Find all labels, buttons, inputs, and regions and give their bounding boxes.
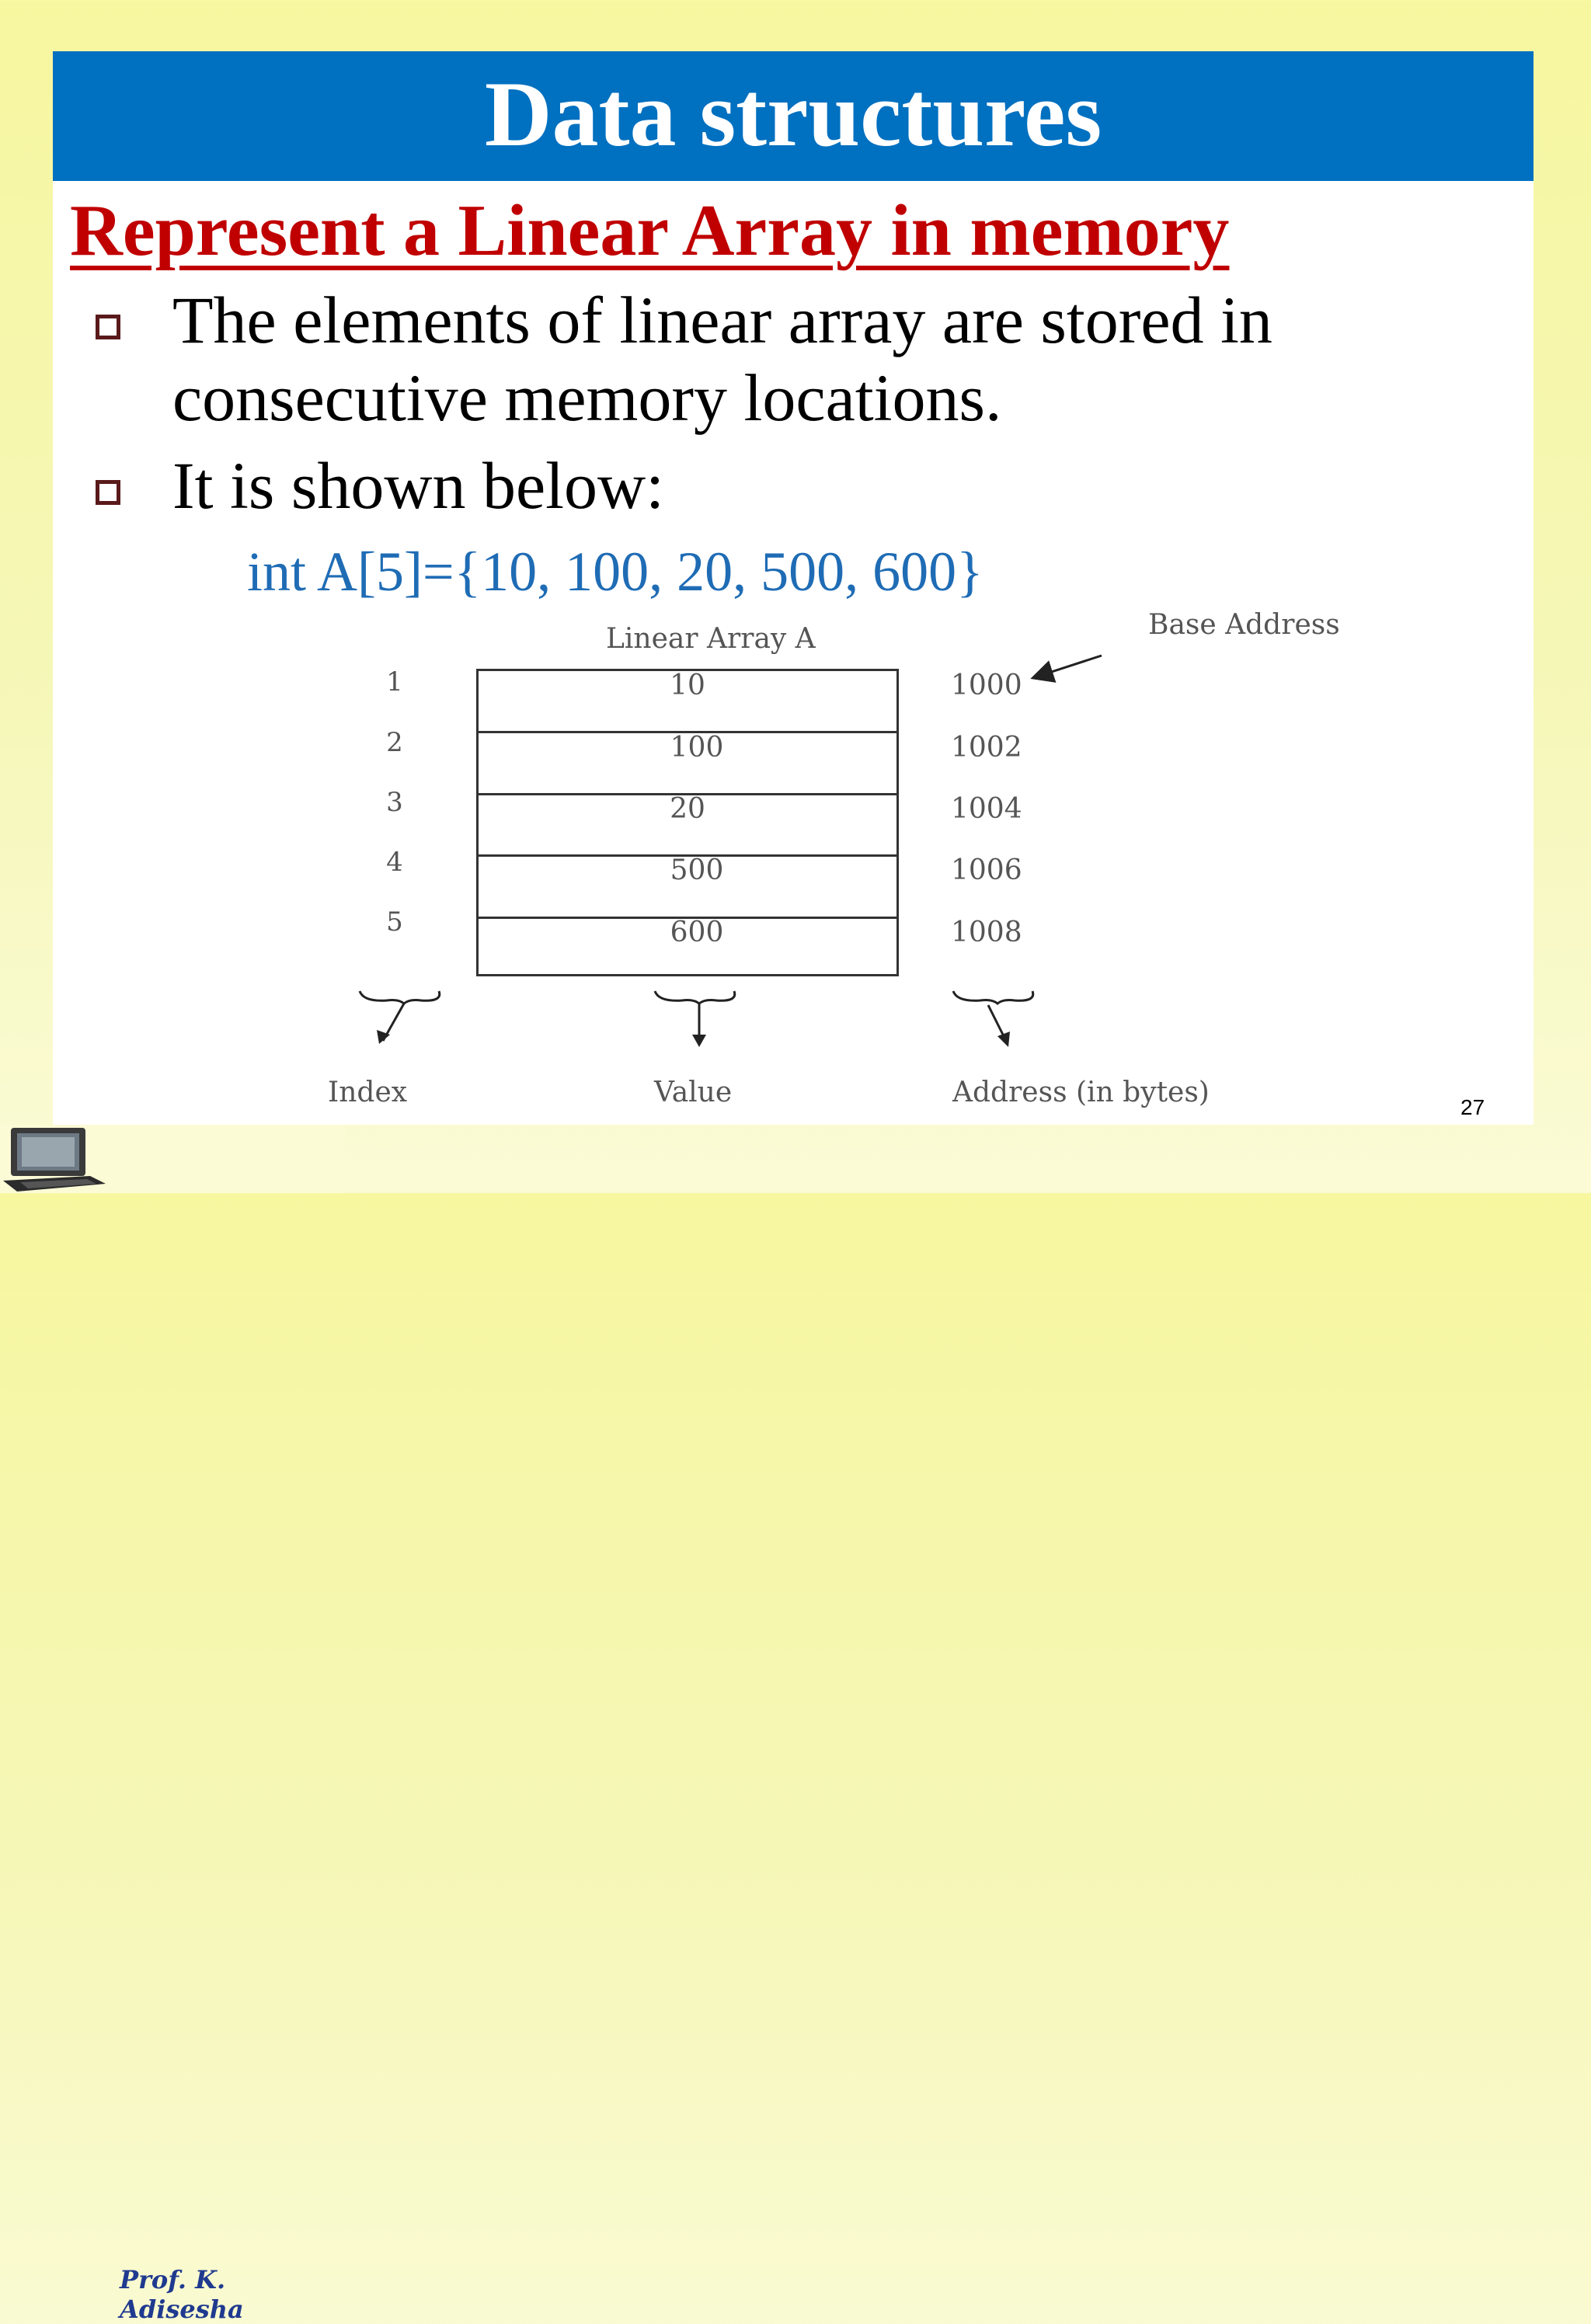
- row-divider: [479, 917, 896, 919]
- title-bar: Data structures: [53, 51, 1534, 181]
- value-cell: 600: [670, 917, 724, 948]
- slide-title: Data structures: [484, 61, 1102, 165]
- laptop-icon: [3, 1128, 106, 1192]
- index-cell: 1: [386, 666, 403, 698]
- value-cell: 10: [670, 670, 705, 701]
- value-cell: 100: [670, 732, 724, 764]
- index-brace-arrow-icon: [358, 990, 441, 1044]
- slide: Data structures Represent a Linear Array…: [0, 51, 1534, 2324]
- index-cell: 5: [386, 906, 403, 938]
- bullet-square-icon: [96, 480, 120, 505]
- base-address-arrow-icon: [1030, 654, 1102, 683]
- index-cell: 3: [386, 787, 403, 818]
- content-panel: [53, 51, 1534, 1125]
- index-cell: 4: [386, 847, 403, 878]
- bullet-square-icon: [96, 315, 120, 339]
- bullet-1-line-2: consecutive memory locations.: [172, 360, 1002, 435]
- row-divider: [479, 854, 896, 857]
- address-brace-arrow-icon: [952, 990, 1035, 1047]
- diagram-caption: Linear Array A: [606, 623, 816, 655]
- address-cell: 1006: [951, 854, 1022, 886]
- subtitle: Represent a Linear Array in memory: [70, 190, 1230, 271]
- row-divider: [479, 731, 896, 733]
- address-cell: 1002: [951, 732, 1022, 764]
- value-cell: 20: [670, 793, 705, 825]
- address-cell: 1004: [951, 793, 1022, 825]
- index-cell: 2: [386, 727, 403, 758]
- bullet-2-line-1: It is shown below:: [172, 448, 665, 523]
- author-name: Prof. K. Adisesha: [120, 2265, 244, 2324]
- value-cell: 500: [670, 854, 724, 886]
- index-label: Index: [328, 1077, 408, 1108]
- row-divider: [479, 793, 896, 795]
- array-declaration: int A[5]={10, 100, 20, 500, 600}: [247, 541, 983, 603]
- footer-logo: Prof. K. Adisesha: [0, 1125, 345, 2324]
- base-address-label: Base Address: [1148, 609, 1340, 641]
- address-cell: 1008: [951, 917, 1022, 948]
- address-cell: 1000: [951, 670, 1022, 701]
- value-brace-arrow-icon: [653, 990, 736, 1047]
- bullet-1-line-1: The elements of linear array are stored …: [172, 283, 1272, 357]
- array-table: [476, 669, 899, 976]
- address-label: Address (in bytes): [952, 1077, 1210, 1108]
- slide-number: 27: [1460, 1095, 1485, 1119]
- value-label: Value: [654, 1077, 733, 1108]
